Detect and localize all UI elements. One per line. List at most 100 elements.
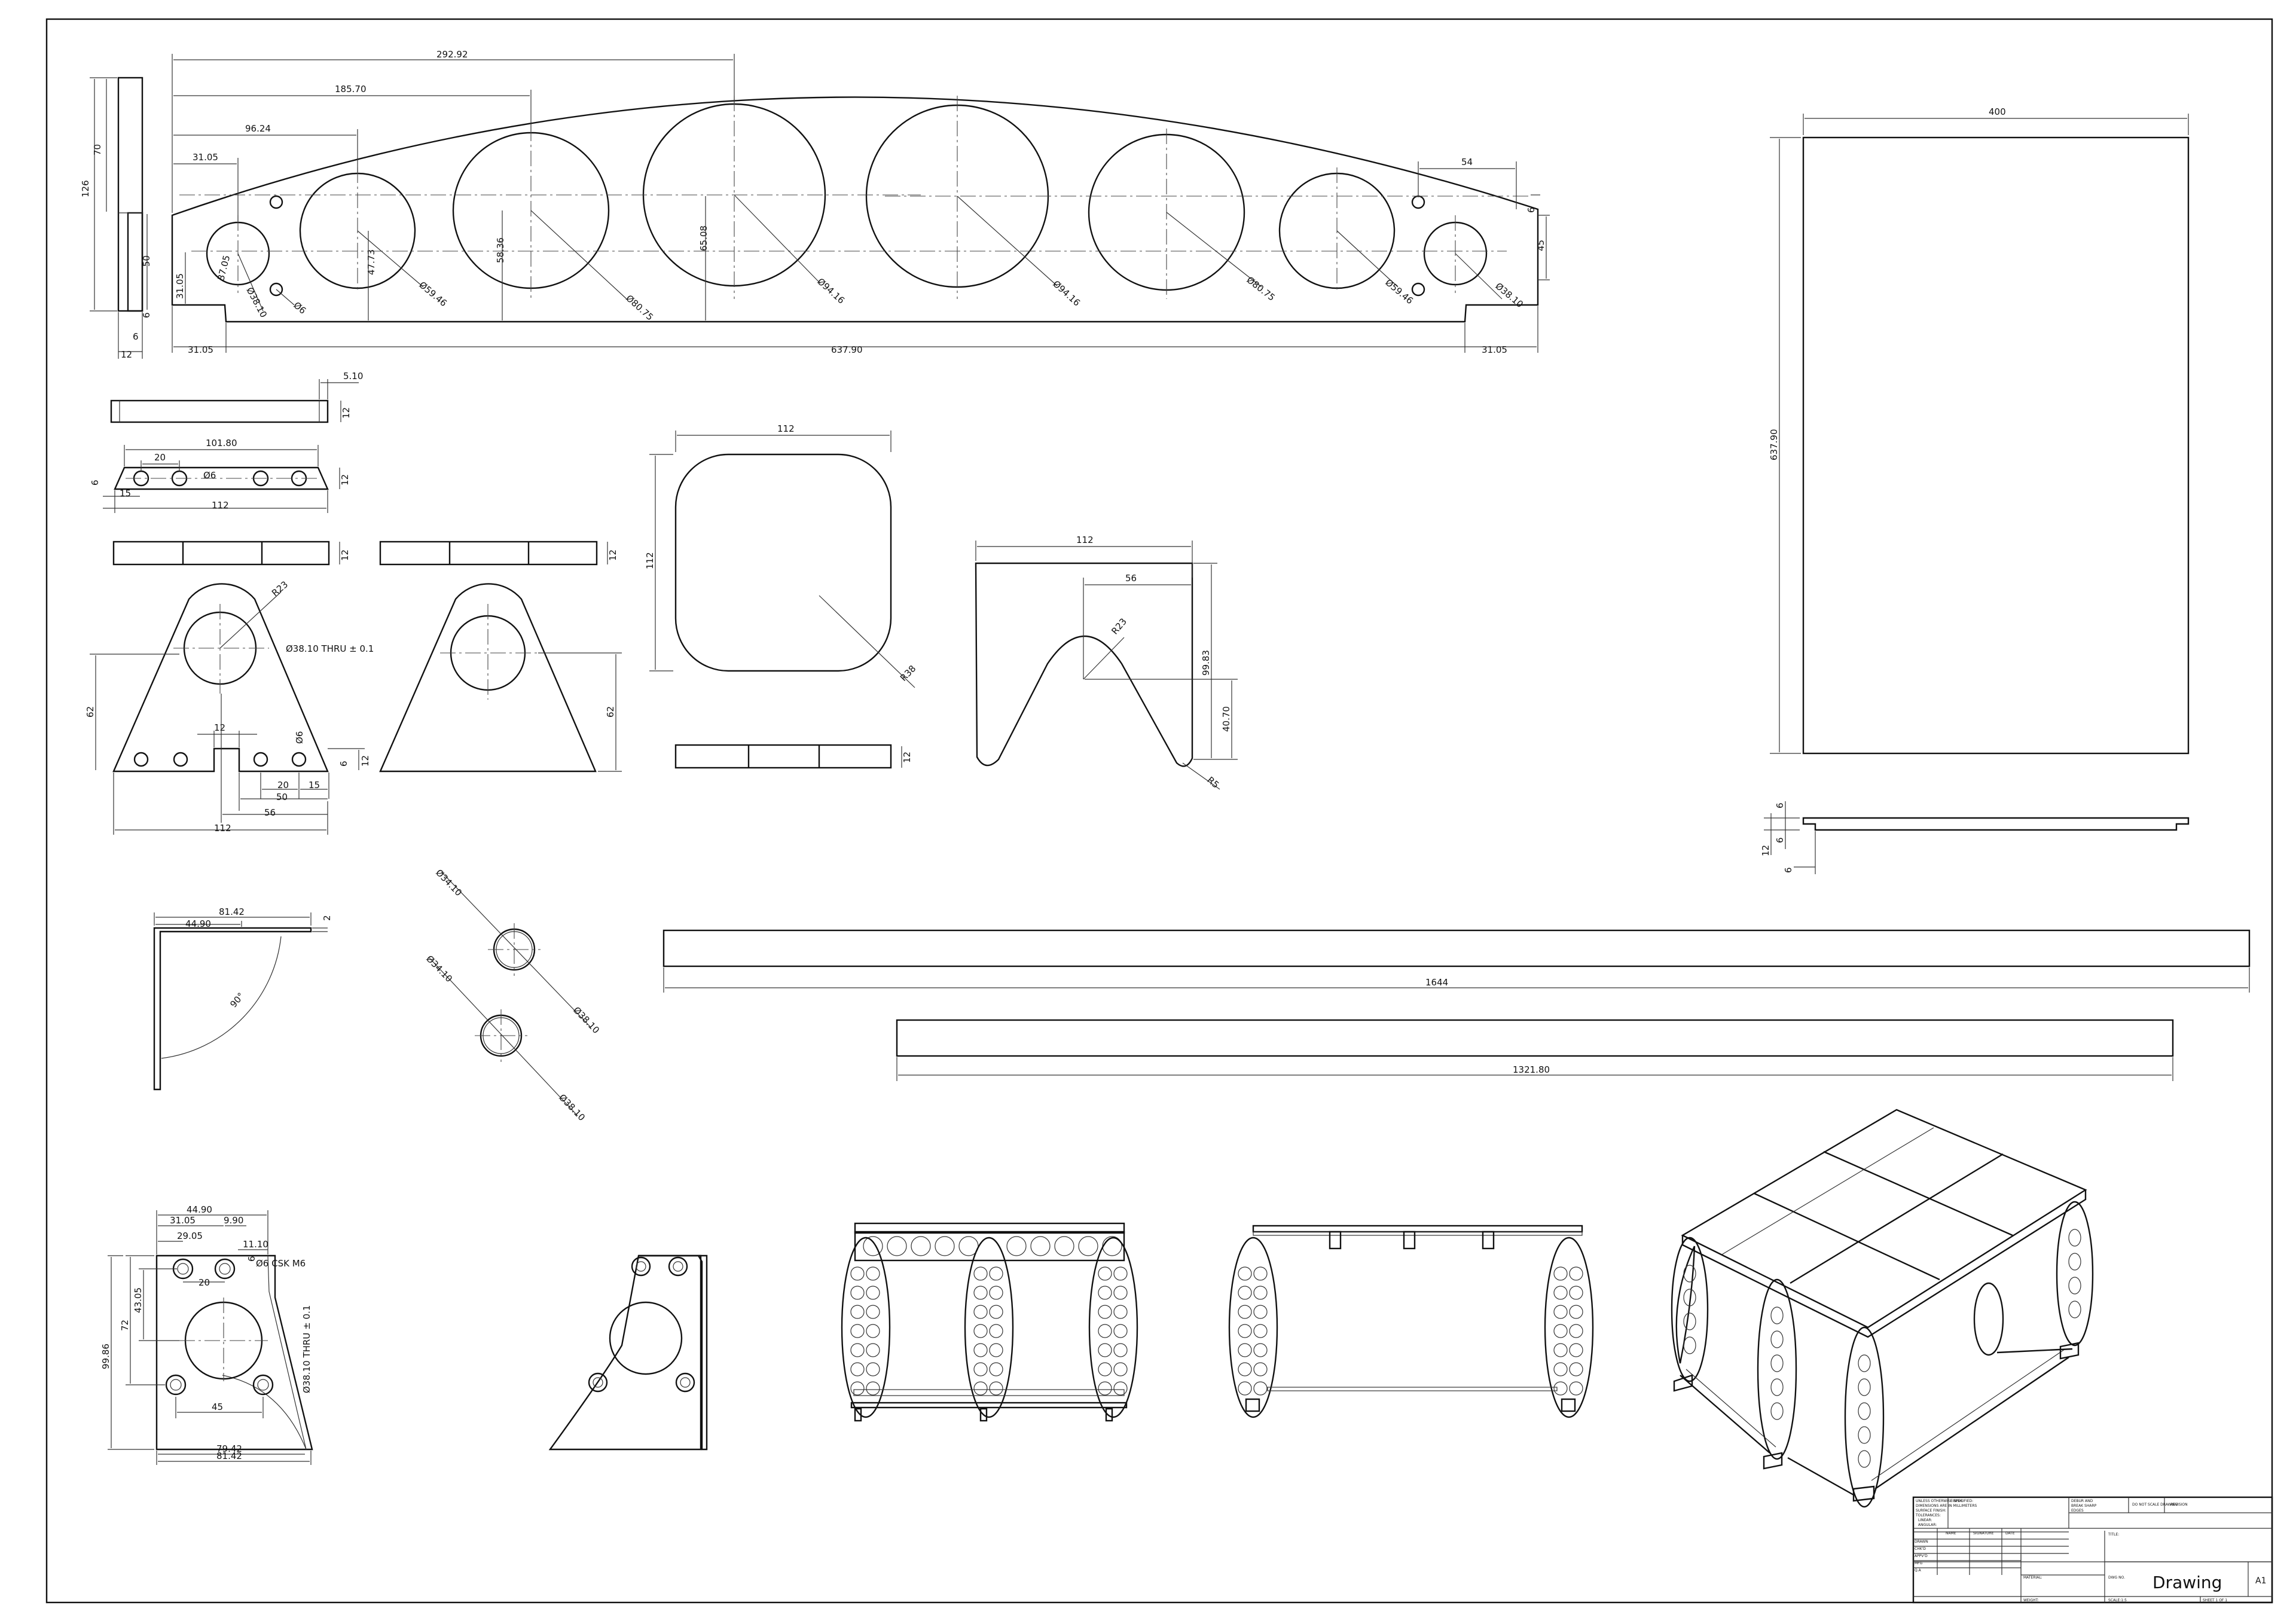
dim-31-05-top: 31.05 [193, 152, 218, 163]
dim-637-90: 637.90 [831, 344, 863, 355]
dim-31-05-vert: 31.05 [175, 273, 185, 299]
dim-6-bar: 6 [90, 480, 100, 486]
dim-54: 54 [1461, 157, 1473, 167]
corner-bracket-front: 44.90 31.05 9.90 29.05 11.10 6 Ø6 CSK M6… [100, 1204, 313, 1465]
strip-middle: 12 [379, 541, 618, 566]
assembly-side-view [1228, 1225, 1594, 1418]
long-bar-1644: 1644 [662, 929, 2251, 993]
tube-section-top: Ø34.10 Ø38.10 [433, 867, 602, 1036]
tb-size: A1 [2255, 1576, 2266, 1586]
tb-title-label: TITLE: [2108, 1533, 2119, 1537]
tb-sheet: SHEET 1 OF 1 [2203, 1598, 2227, 1602]
dia-6-left: Ø6 [291, 300, 308, 316]
dim-126: 126 [80, 180, 91, 197]
dim-6-corner: 6 [246, 1256, 257, 1262]
dia-34-10-top: Ø34.10 [433, 867, 464, 898]
side-profile-view: 126 70 50 12 6 6 [80, 77, 152, 360]
strip-left: 12 [112, 541, 350, 566]
tb-finish: FINISH: [1950, 1499, 1964, 1503]
dim-37-05: 37.05 [215, 254, 232, 282]
dim-40-70: 40.70 [1221, 706, 1232, 732]
dim-6-top-b: 6 [1775, 837, 1785, 843]
angle-profile: 81.42 44.90 2 90° [153, 906, 332, 1091]
dim-12-square: 12 [902, 752, 912, 763]
dim-6-profile-b: 6 [141, 312, 152, 318]
sheet-border [45, 18, 2273, 1604]
tb-note-1: UNLESS OTHERWISE SPECIFIED: [1916, 1499, 1973, 1503]
dim-62-plain: 62 [605, 706, 616, 718]
dim-2-angle: 2 [322, 915, 332, 921]
tb-row-mfg: MFG [1915, 1561, 1923, 1565]
tb-row-drawn: DRAWN [1915, 1540, 1928, 1544]
assembly-isometric-view [1671, 1109, 2094, 1508]
dia-38-thru-bracket: Ø38.10 THRU ± 0.1 [286, 643, 374, 654]
dim-112-square-h: 112 [777, 423, 795, 434]
dim-20-bracket: 20 [277, 780, 289, 790]
bracket-with-slot: R23 Ø38.10 THRU ± 0.1 62 12 Ø6 12 6 20 1… [85, 579, 374, 835]
tb-deburr-2: BREAK SHARP [2071, 1504, 2097, 1508]
dia-6-bracket: Ø6 [294, 731, 305, 744]
dim-1644: 1644 [1425, 977, 1448, 988]
tb-dwg-no: DWG NO. [2108, 1576, 2125, 1580]
dim-47-73: 47.73 [366, 249, 377, 275]
dim-9-90: 9.90 [224, 1215, 243, 1226]
dim-12-bracket-v: 12 [360, 755, 371, 767]
leg-plate-view: 292.92 185.70 96.24 31.05 54 6 45 31.05 … [171, 49, 1550, 355]
dim-6-top-c: 6 [1783, 867, 1794, 873]
dim-292-92: 292.92 [436, 49, 468, 60]
dim-56-bracket: 56 [264, 807, 276, 818]
dim-12-strip-l: 12 [340, 550, 350, 561]
R38-square: R38 [898, 663, 918, 683]
title-block: UNLESS OTHERWISE SPECIFIED: DIMENSIONS A… [1912, 1496, 2273, 1604]
tb-note-4: TOLERANCES: [1915, 1513, 1941, 1518]
dim-81-42-angle: 81.42 [219, 906, 245, 917]
dim-112-bracket: 112 [214, 823, 231, 834]
tabletop-view: 400 637.90 6 6 12 6 [1760, 106, 2190, 874]
dim-45-corner: 45 [212, 1402, 223, 1412]
tb-note-6: ANGULAR: [1918, 1523, 1937, 1527]
dim-12-profile: 12 [121, 349, 132, 360]
dia-80-75-left: Ø80.75 [624, 293, 655, 323]
dia-59-46-right: Ø59.46 [1383, 277, 1415, 306]
tb-note-5: LINEAR: [1918, 1518, 1932, 1522]
dim-15-bracket: 15 [309, 780, 320, 790]
dim-44-90-angle: 44.90 [185, 918, 211, 929]
dim-20-bar: 20 [154, 452, 166, 463]
tb-do-not-scale: DO NOT SCALE DRAWING [2132, 1503, 2178, 1507]
tb-row-appvd: APPV'D [1915, 1554, 1928, 1558]
dim-1321-80: 1321.80 [1513, 1064, 1550, 1075]
tb-col-date: DATE [2005, 1531, 2015, 1536]
dim-31-05-corner: 31.05 [170, 1215, 196, 1226]
dim-50: 50 [141, 255, 152, 267]
tb-col-name: NAME [1946, 1531, 1956, 1536]
dim-20-corner: 20 [199, 1277, 210, 1288]
dim-70: 70 [92, 144, 103, 155]
dim-56-arch: 56 [1125, 573, 1137, 584]
tb-note-3: SURFACE FINISH: [1916, 1509, 1946, 1513]
R23-bracket: R23 [270, 579, 290, 599]
dia-80-75-right: Ø80.75 [1245, 274, 1277, 303]
dim-50-bracket: 50 [276, 792, 288, 802]
dia-38-10-tube-top: Ø38.10 [571, 1005, 602, 1036]
dia-34-10-bottom: Ø34.10 [424, 953, 454, 984]
rib-bar-top: 5.10 12 [110, 371, 363, 423]
tube-section-bottom: Ø34.10 Ø38.10 [424, 953, 587, 1123]
dim-62-bracket: 62 [85, 706, 96, 718]
dia-6-bar: Ø6 [203, 470, 216, 481]
dim-15-bar: 15 [120, 488, 131, 499]
tb-revision: REVISION [2170, 1503, 2188, 1507]
tb-note-2: DIMENSIONS ARE IN MILLIMETERS [1916, 1504, 1977, 1508]
tb-deburr-1: DEBUR AND [2071, 1499, 2093, 1503]
dim-43-05: 43.05 [133, 1287, 144, 1313]
dim-5-10: 5.10 [343, 371, 363, 381]
dim-79-42: 79.42 [216, 1443, 242, 1454]
dim-31-05-left: 31.05 [188, 344, 213, 355]
long-bar-1321: 1321.80 [896, 1019, 2174, 1081]
tb-material: MATERIAL: [2023, 1576, 2042, 1580]
dia-59-46-left: Ø59.46 [417, 279, 449, 309]
assembly-front-view [841, 1222, 1138, 1422]
dia-38-thru-corner: Ø38.10 THRU ± 0.1 [301, 1305, 312, 1393]
bracket-plain: 62 [379, 583, 622, 773]
dim-99-83: 99.83 [1201, 650, 1211, 676]
